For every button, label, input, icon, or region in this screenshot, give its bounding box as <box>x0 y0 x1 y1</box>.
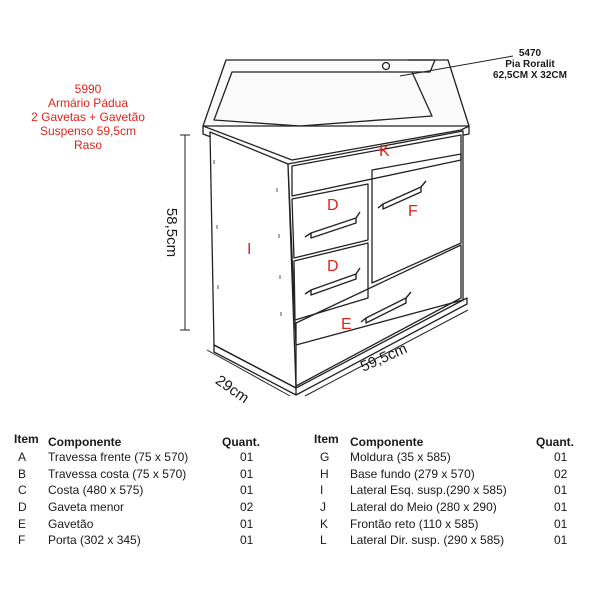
legend-row: J Lateral do Meio (280 x 290) 01 <box>314 499 594 515</box>
sink-outline <box>202 59 470 127</box>
legend-left: Item Componente Quant. A Travessa frente… <box>14 431 284 556</box>
legend-left-component-header: Componente <box>48 435 122 449</box>
part-label-k: K <box>379 143 390 160</box>
legend-row: E Gavetão 01 <box>14 516 284 532</box>
handle-drawer-d-bottom <box>304 267 361 296</box>
legend-component: Gaveta menor <box>48 500 125 514</box>
legend-component: Base fundo (279 x 570) <box>350 467 475 481</box>
legend-component: Lateral do Meio (280 x 290) <box>350 500 497 514</box>
part-label-f: F <box>408 203 418 220</box>
legend-row: B Travessa costa (75 x 570) 01 <box>14 466 284 482</box>
handle-drawer-e <box>360 291 412 324</box>
legend-item-letter: F <box>18 533 26 547</box>
legend-row: H Base fundo (279 x 570) 02 <box>314 466 594 482</box>
product-name: Armário Pádua <box>47 96 129 110</box>
legend-qty: 01 <box>554 483 568 497</box>
handle-drawer-d-top <box>304 211 361 239</box>
part-label-e: E <box>341 316 352 333</box>
legend-component: Travessa costa (75 x 570) <box>48 467 187 481</box>
legend-qty: 01 <box>240 533 254 547</box>
legend-item-letter: A <box>18 450 27 464</box>
legend-right: Item Componente Quant. G Moldura (35 x 5… <box>314 431 594 556</box>
drawer-d-bottom <box>293 242 369 321</box>
legend-component: Lateral Dir. susp. (290 x 585) <box>350 533 505 547</box>
product-depth: Raso <box>73 138 102 152</box>
depth-dimension-line <box>206 349 291 397</box>
part-label-i: I <box>247 241 252 258</box>
legend-row: A Travessa frente (75 x 570) 01 <box>14 449 284 465</box>
legend-qty: 01 <box>240 517 254 531</box>
legend-item-letter: H <box>320 467 329 481</box>
sink-note: 5470 Pia Roralit 62,5CM X 32CM <box>470 48 590 81</box>
legend-item-letter: G <box>320 450 330 464</box>
legend-item-letter: K <box>320 517 329 531</box>
legend-qty: 01 <box>554 500 568 514</box>
door-f <box>371 153 462 284</box>
legend-row: D Gaveta menor 02 <box>14 499 284 515</box>
sink-code: 5470 <box>518 48 542 59</box>
legend-row: G Moldura (35 x 585) 01 <box>314 449 594 465</box>
legend-qty: 01 <box>554 517 568 531</box>
legend-item-letter: E <box>18 517 27 531</box>
handle-door-f <box>377 180 427 210</box>
sink-callout-line <box>399 55 514 77</box>
width-dimension-line <box>304 309 469 397</box>
faucet-hole <box>381 61 391 71</box>
side-panel-holes <box>213 160 282 316</box>
legend-qty: 01 <box>240 450 254 464</box>
part-label-d-top: D <box>327 197 339 214</box>
product-config: 2 Gavetas + Gavetão <box>31 110 145 124</box>
legend-right-item-header: Item <box>314 432 339 446</box>
height-label: 58,5cm <box>163 207 181 258</box>
legend-row: F Porta (302 x 345) 01 <box>14 532 284 548</box>
legend-left-item-header: Item <box>14 432 39 446</box>
sink-basin-inner <box>213 71 433 127</box>
legend-qty: 02 <box>240 500 254 514</box>
legend-qty: 01 <box>240 483 254 497</box>
product-title: 5990 Armário Pádua 2 Gavetas + Gavetão S… <box>6 82 170 152</box>
product-size: Suspenso 59,5cm <box>39 124 137 138</box>
legend-item-letter: D <box>18 500 27 514</box>
legend-qty: 01 <box>240 467 254 481</box>
legend-component: Gavetão <box>48 517 94 531</box>
legend-component: Frontão reto (110 x 585) <box>350 517 479 531</box>
legend-row: L Lateral Dir. susp. (290 x 585) 01 <box>314 532 594 548</box>
legend-qty: 01 <box>554 533 568 547</box>
legend-component: Costa (480 x 575) <box>48 483 144 497</box>
part-label-d-bottom: D <box>327 258 339 275</box>
sink-name: Pia Roralit <box>505 59 555 70</box>
cabinet-drawing <box>180 55 514 397</box>
drawer-e <box>295 244 462 387</box>
legend-component: Moldura (35 x 585) <box>350 450 451 464</box>
legend-item-letter: J <box>320 500 326 514</box>
legend-row: I Lateral Esq. susp.(290 x 585) 01 <box>314 482 594 498</box>
legend-item-letter: L <box>320 533 327 547</box>
legend-left-quantity-header: Quant. <box>222 435 260 449</box>
legend-right-component-header: Componente <box>350 435 424 449</box>
legend-qty: 01 <box>554 450 568 464</box>
legend-row: K Frontão reto (110 x 585) 01 <box>314 516 594 532</box>
legend-item-letter: B <box>18 467 27 481</box>
sink-size: 62,5CM X 32CM <box>493 70 567 81</box>
product-code: 5990 <box>74 82 102 96</box>
legend-component: Lateral Esq. susp.(290 x 585) <box>350 483 507 497</box>
legend-row: C Costa (480 x 575) 01 <box>14 482 284 498</box>
legend-component: Porta (302 x 345) <box>48 533 141 547</box>
legend-qty: 02 <box>554 467 568 481</box>
legend-item-letter: I <box>320 483 324 497</box>
legend-component: Travessa frente (75 x 570) <box>48 450 189 464</box>
legend-right-quantity-header: Quant. <box>536 435 574 449</box>
drawer-d-top <box>291 183 369 259</box>
legend-item-letter: C <box>18 483 27 497</box>
